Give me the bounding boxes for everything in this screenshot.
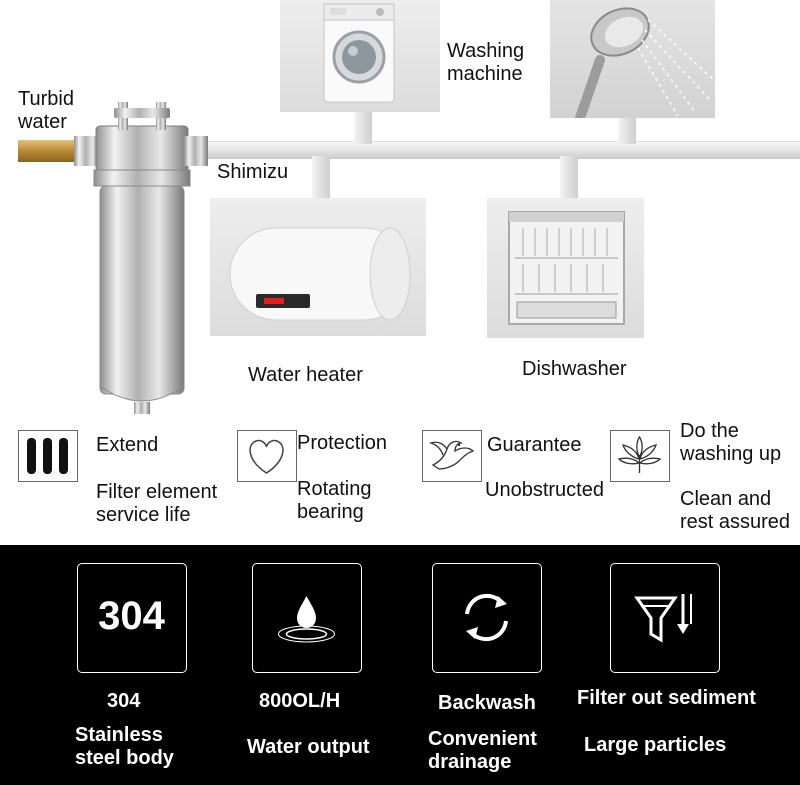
dishwasher-label: Dishwasher	[522, 358, 627, 380]
dishwasher-icon	[508, 211, 625, 325]
washing-machine-photo	[280, 0, 440, 112]
specs-band: 304 304 Stainless steel body 800OL/H Wat…	[0, 545, 800, 785]
shower-photo	[550, 0, 715, 123]
bars-icon	[27, 438, 68, 474]
pre-filter-housing	[18, 100, 228, 420]
spec-title-backwash: Backwash	[438, 692, 536, 714]
spec-tile-backwash	[432, 563, 542, 673]
branch-pipe-shower	[618, 112, 636, 144]
leaf-icon	[617, 435, 662, 473]
feature-title-guarantee: Guarantee	[487, 434, 582, 456]
shower-head-icon	[575, 7, 715, 123]
feature-box-guarantee	[422, 430, 482, 482]
dove-icon	[428, 440, 475, 470]
water-heater-photo	[210, 198, 426, 336]
spec-desc-filter: Large particles	[584, 734, 727, 756]
feature-title-extend: Extend	[96, 434, 159, 456]
spec-tile-304: 304	[77, 563, 187, 673]
funnel-filter-icon	[634, 594, 692, 643]
branch-pipe-water-heater	[312, 156, 330, 200]
feature-box-protection	[237, 430, 297, 482]
number-304-icon: 304	[98, 594, 165, 638]
feature-box-washing-up	[610, 430, 670, 482]
washing-machine-icon	[323, 3, 395, 103]
spec-title-304: 304	[107, 690, 141, 712]
spec-desc-304: Stainless steel body	[75, 724, 174, 769]
feature-desc-guarantee: Unobstructed	[485, 479, 604, 501]
feature-desc-extend: Filter element service life	[96, 481, 218, 526]
dishwasher-photo	[487, 198, 644, 338]
feature-desc-washing-up: Clean and rest assured	[680, 488, 791, 533]
branch-pipe-washing-machine	[354, 112, 372, 144]
water-heater-label: Water heater	[248, 364, 363, 386]
water-heater-icon	[229, 227, 411, 321]
spec-desc-backwash: Convenient drainage	[428, 728, 537, 773]
heart-icon	[249, 439, 284, 474]
shimizu-label: Shimizu	[217, 161, 289, 183]
feature-title-protection: Protection	[297, 432, 388, 454]
washing-machine-label: Washing machine	[447, 40, 525, 85]
water-drop-icon	[278, 596, 335, 643]
spec-desc-water-output: Water output	[247, 736, 370, 758]
spec-title-filter: Filter out sediment	[577, 687, 756, 709]
backwash-cycle-icon	[465, 593, 508, 642]
feature-desc-protection: Rotating bearing	[297, 478, 372, 523]
turbid-water-label: Turbid water	[18, 88, 74, 133]
spec-title-water-output: 800OL/H	[259, 690, 341, 712]
branch-pipe-dishwasher	[560, 156, 578, 200]
installation-diagram: Turbid water Washing machine Shimizu Wat…	[18, 0, 800, 533]
feature-box-extend	[18, 430, 78, 482]
main-water-pipe	[205, 141, 800, 159]
spec-tile-water-output	[252, 563, 362, 673]
spec-tile-filter	[610, 563, 720, 673]
feature-title-washing-up: Do the washing up	[680, 420, 782, 465]
stainless-filter-icon	[18, 102, 208, 414]
